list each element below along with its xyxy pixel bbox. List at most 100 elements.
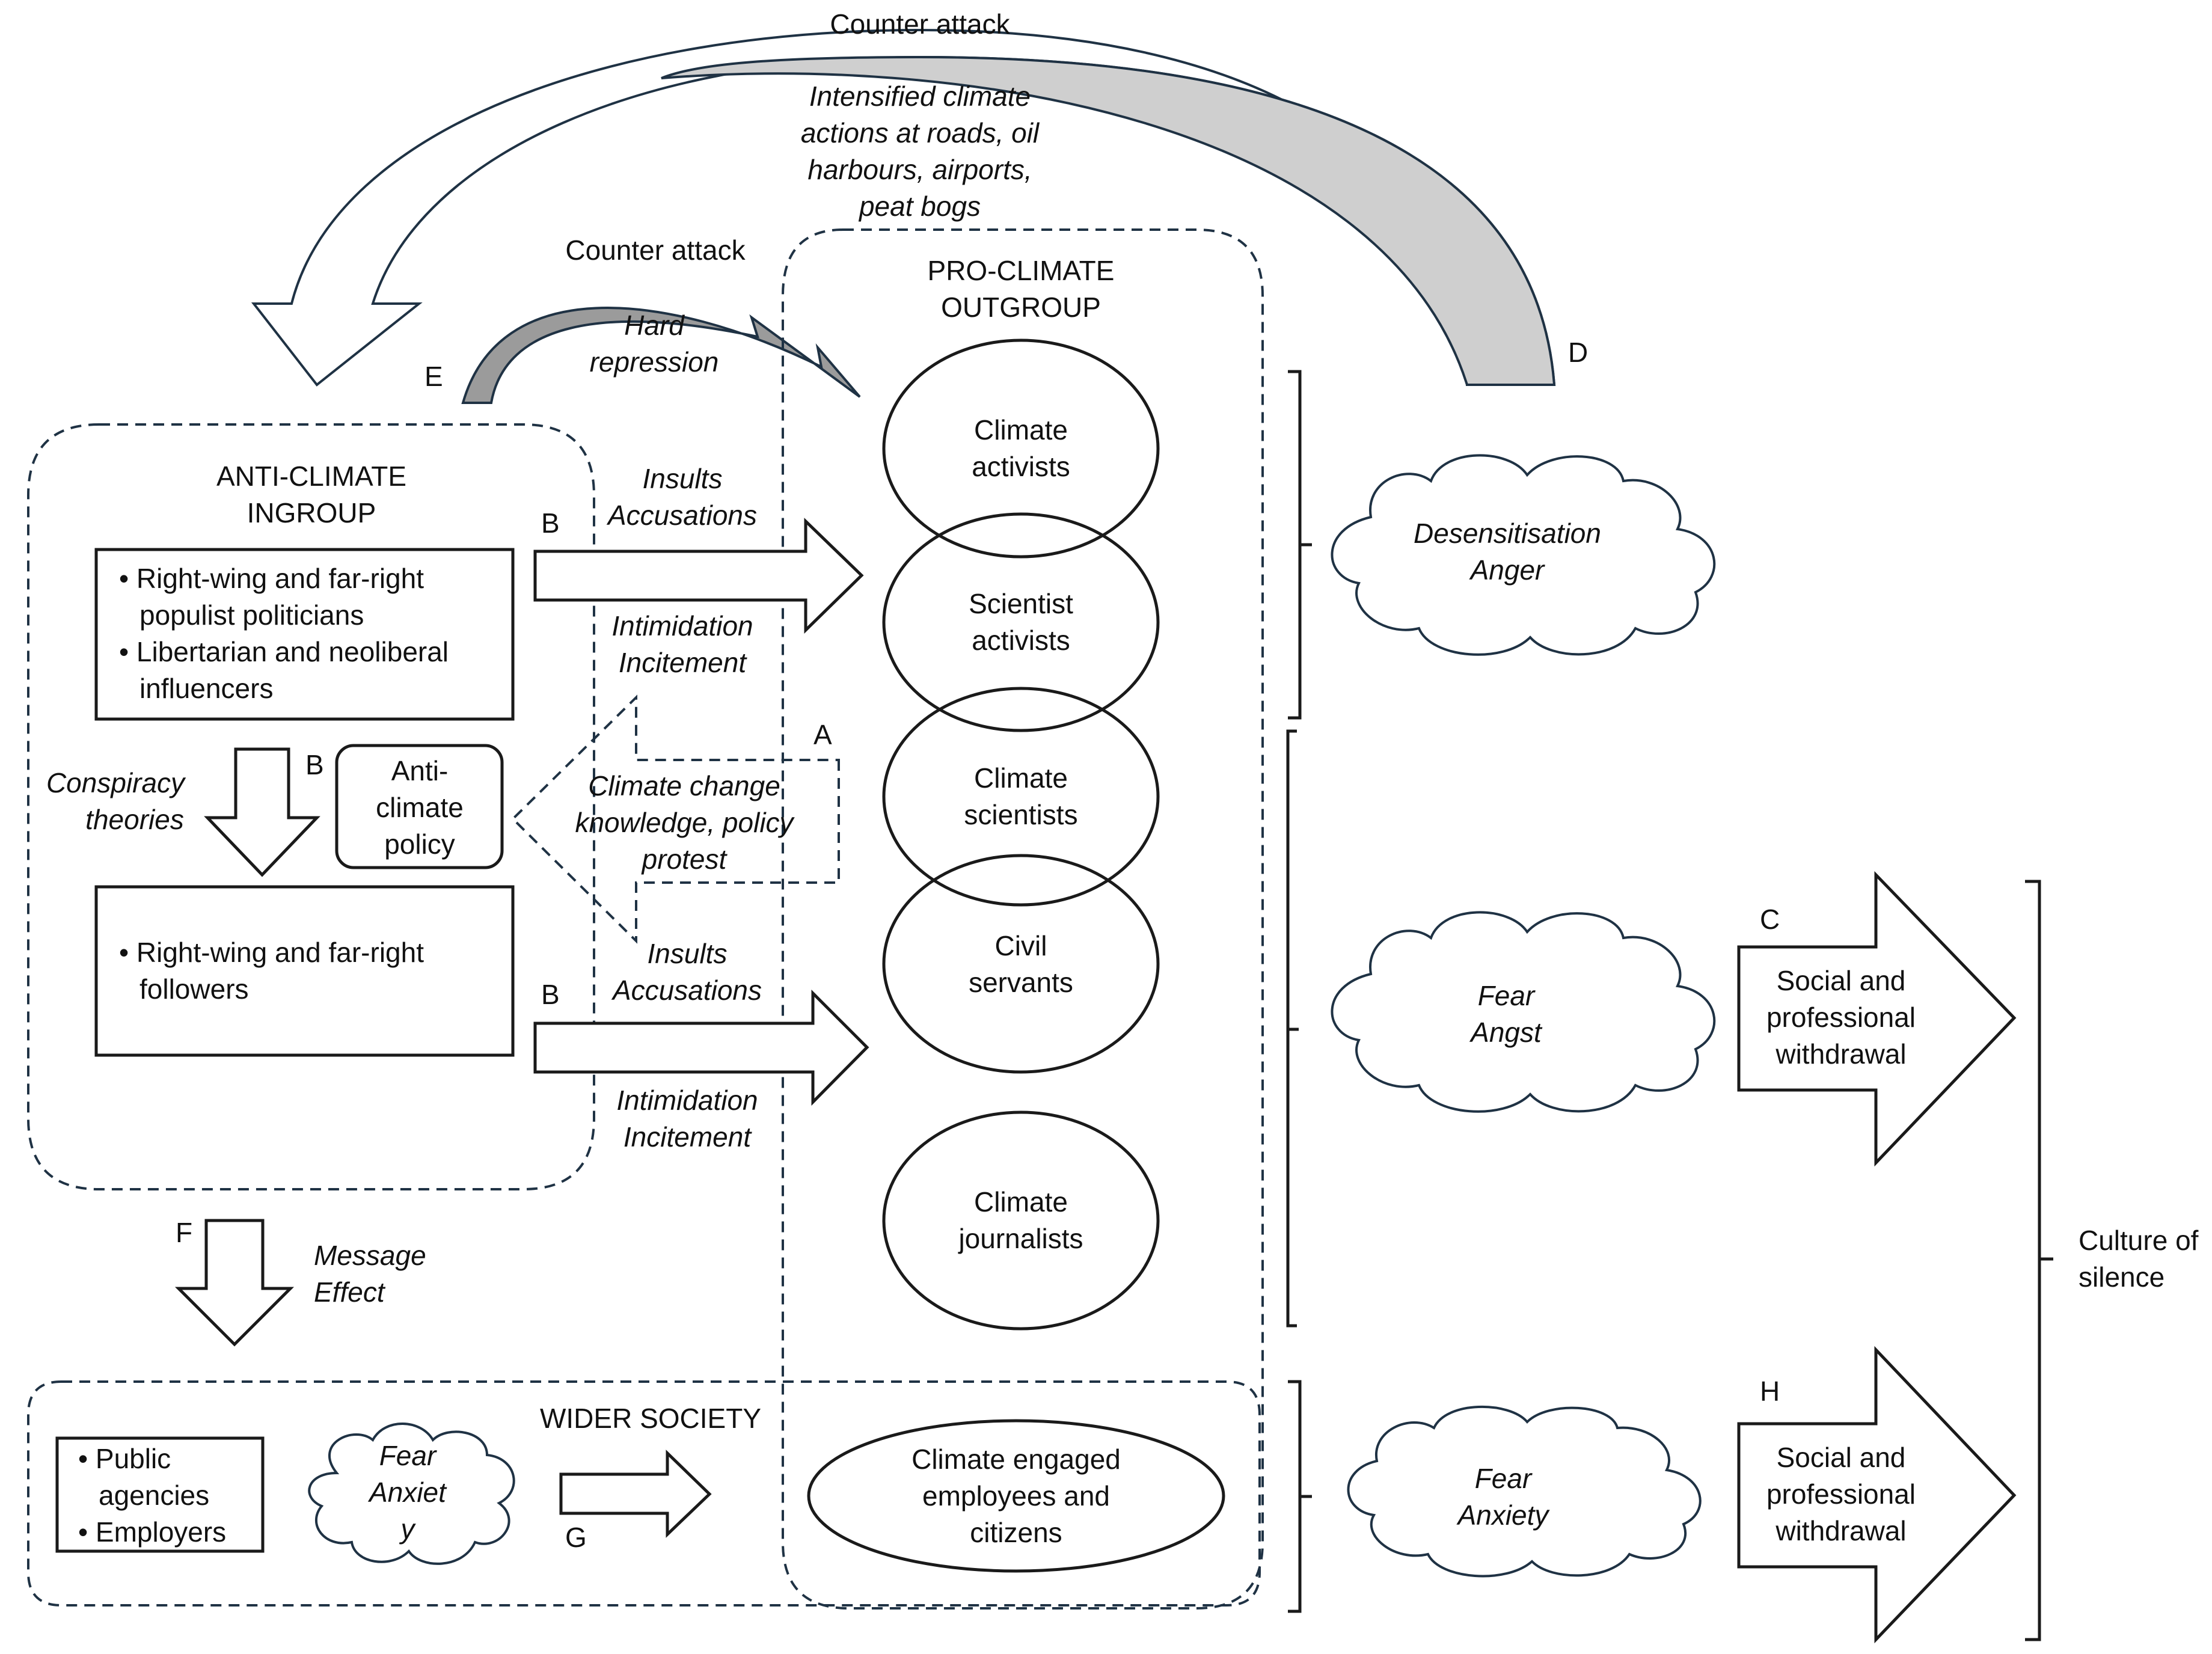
letter-a: A — [813, 719, 832, 750]
bracket-desensitisation — [1288, 370, 1312, 720]
society-cloud-line-3: y — [399, 1513, 417, 1545]
letter-b-upper: B — [541, 507, 560, 539]
ingroup-title-2: INGROUP — [247, 497, 376, 528]
ellipse-1-line-1: Climate — [974, 414, 1068, 446]
bracket-culture-of-silence — [2025, 880, 2053, 1641]
top-arrow-line-4: peat bogs — [858, 191, 981, 222]
b2-below-1: Intimidation — [616, 1085, 758, 1116]
b2-above-2: Accusations — [611, 975, 762, 1006]
hard-repression-line-1: Hard — [624, 310, 685, 341]
insults-arrow-upper — [533, 518, 864, 634]
ellipse-climate-activists — [882, 338, 1160, 559]
ellipse-4-line-2: servants — [969, 967, 1073, 998]
letter-c: C — [1760, 904, 1780, 935]
withdrawal-h-line-1: Social and — [1777, 1442, 1906, 1473]
ellipse-climate-scientists — [882, 687, 1160, 907]
hard-repression-line-2: repression — [590, 346, 719, 378]
ellipse-climate-journalists — [882, 1110, 1160, 1331]
top-counter-attack-title: Counter attack — [830, 8, 1010, 40]
b2-below-2: Incitement — [623, 1121, 752, 1153]
withdrawal-c-line-1: Social and — [1777, 965, 1906, 996]
ellipse-1-line-2: activists — [972, 451, 1070, 482]
ellipse-2-line-2: activists — [972, 625, 1070, 656]
conspiracy-line-2: theories — [85, 804, 184, 835]
ellipse-scientist-activists — [882, 512, 1160, 732]
emotion-1-line-1: Desensitisation — [1414, 518, 1601, 549]
ellipse-climate-engaged-citizens — [807, 1419, 1225, 1573]
conspiracy-down-arrow — [204, 747, 320, 877]
hard-repression-arrow — [461, 307, 861, 404]
top-arrow-line-1: Intensified climate — [809, 81, 1031, 112]
culture-line-1: Culture of — [2079, 1225, 2199, 1256]
withdrawal-arrow-h — [1737, 1346, 2017, 1644]
outgroup-title-1: PRO-CLIMATE — [928, 255, 1115, 286]
ellipse-3-line-2: scientists — [964, 799, 1077, 830]
outgroup-title-2: OUTGROUP — [941, 292, 1101, 323]
bracket-fear-anxiety — [1288, 1380, 1312, 1613]
arrow-f-line-2: Effect — [314, 1276, 386, 1308]
knowledge-policy-protest-arrow — [511, 694, 840, 944]
society-box-line-2: agencies — [99, 1480, 209, 1511]
message-effect-down-arrow — [174, 1219, 295, 1347]
box1-line-4: influencers — [139, 673, 273, 704]
counter-attack-big-arrow — [251, 28, 1556, 387]
emotion-3-line-1: Fear — [1475, 1463, 1533, 1494]
box1-line-3: • Libertarian and neoliberal — [119, 636, 449, 667]
b1-above-2: Accusations — [606, 500, 757, 531]
society-box-line-3: • Employers — [78, 1516, 226, 1548]
letter-g: G — [565, 1522, 587, 1553]
arrow-a-line-1: Climate change — [588, 770, 780, 801]
ellipse-5-line-1: Climate — [974, 1186, 1068, 1218]
outgroup-ellipse-labels: Climate activists Scientist activists Cl… — [957, 414, 1083, 1254]
insults-arrow-lower — [533, 989, 869, 1106]
followers-box — [94, 885, 515, 1057]
letter-b-down: B — [305, 749, 324, 780]
letter-h: H — [1760, 1376, 1780, 1407]
arrow-a-line-2: knowledge, policy — [575, 807, 795, 838]
box1-line-2: populist politicians — [139, 599, 364, 631]
society-fear-cloud — [308, 1423, 515, 1565]
anti-climate-policy-box — [335, 744, 504, 869]
box2-line-2: followers — [139, 973, 249, 1005]
fear-anxiety-cloud — [1347, 1405, 1702, 1578]
wider-society-dashed-container — [27, 1380, 1261, 1607]
wider-society-title: WIDER SOCIETY — [540, 1403, 761, 1434]
ellipse-4-line-1: Civil — [995, 930, 1047, 961]
bracket-fear-angst — [1286, 729, 1299, 1328]
box2-line-1: • Right-wing and far-right — [119, 937, 424, 968]
inner-counter-attack-title: Counter attack — [565, 234, 746, 266]
society-cloud-line-2: Anxiet — [367, 1477, 447, 1508]
society-cloud-line-1: Fear — [379, 1440, 437, 1471]
engaged-line-2: employees and — [922, 1480, 1110, 1512]
ellipse-3-line-1: Climate — [974, 762, 1068, 794]
top-arrow-line-2: actions at roads, oil — [801, 117, 1040, 149]
emotion-2-line-1: Fear — [1478, 980, 1536, 1011]
big-arrow-gray-fill — [661, 55, 1556, 386]
engaged-line-1: Climate engaged — [911, 1444, 1121, 1475]
fear-angst-cloud — [1331, 911, 1716, 1113]
ellipse-5-line-2: journalists — [957, 1223, 1083, 1254]
letter-e: E — [424, 361, 443, 392]
policy-line-1: Anti- — [391, 755, 449, 786]
desensitisation-cloud — [1331, 454, 1716, 656]
ellipse-2-line-1: Scientist — [969, 588, 1073, 619]
emotion-3-line-2: Anxiety — [1456, 1499, 1551, 1531]
withdrawal-arrow-c — [1737, 871, 2017, 1167]
withdrawal-c-line-2: professional — [1766, 1002, 1916, 1033]
withdrawal-c-line-3: withdrawal — [1775, 1038, 1906, 1070]
top-arrow-caption: Intensified climate actions at roads, oi… — [801, 81, 1040, 222]
ingroup-dashed-container — [27, 423, 595, 1190]
culture-line-2: silence — [2079, 1261, 2165, 1293]
letter-b-lower: B — [541, 979, 560, 1010]
letter-d: D — [1568, 337, 1588, 368]
conspiracy-line-1: Conspiracy — [46, 767, 186, 798]
b2-above-1: Insults — [648, 938, 728, 969]
arrow-g — [559, 1450, 712, 1538]
politicians-influencers-box — [94, 548, 515, 721]
agencies-employers-box — [55, 1436, 265, 1553]
politicians-influencers-text: • Right-wing and far-right populist poli… — [119, 563, 449, 704]
emotion-1-line-2: Anger — [1469, 554, 1545, 586]
b1-below-1: Intimidation — [611, 610, 753, 642]
ingroup-title-1: ANTI-CLIMATE — [216, 461, 406, 492]
